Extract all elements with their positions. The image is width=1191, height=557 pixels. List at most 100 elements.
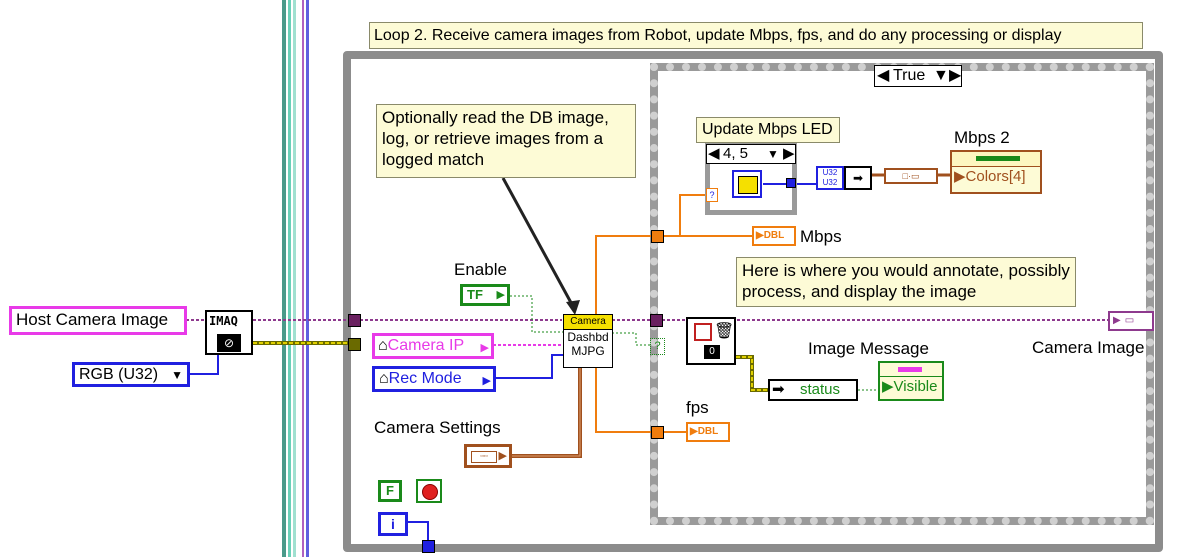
mbps-tunnel-case xyxy=(651,230,664,243)
u32-a-label: U32 xyxy=(822,168,838,177)
case-input-tunnel: ? xyxy=(706,188,718,202)
case-selector-value: True xyxy=(893,67,926,84)
iteration-count-box: 0 xyxy=(704,345,720,359)
enable-control[interactable]: TF ▶ xyxy=(460,284,510,306)
enable-value: TF xyxy=(467,287,483,302)
rec-mode-label: Rec Mode xyxy=(388,370,462,387)
fps-label: fps xyxy=(686,398,709,417)
host-camera-image-label: Host Camera Image xyxy=(16,310,169,329)
stop-constant-value: F xyxy=(386,483,394,498)
camera-image-label: Camera Image xyxy=(1032,338,1145,357)
arrow-right-icon: ▶ xyxy=(496,289,505,301)
dashboard-line1: Dashbd xyxy=(567,330,609,344)
fps-indicator[interactable]: ▶DBL xyxy=(686,422,730,442)
to-variant-node[interactable]: □·▭ xyxy=(884,168,938,184)
while-loop[interactable] xyxy=(343,51,1163,552)
chevron-down-icon: ▼ xyxy=(171,368,183,382)
image-message-property-node[interactable]: ▶Visible xyxy=(878,361,944,401)
dashboard-line2: MJPG xyxy=(571,344,605,358)
mbps2-label: Mbps 2 xyxy=(954,128,1010,147)
case-selector[interactable]: ◀ True ▼ ▶ xyxy=(874,65,962,87)
camera-dashboard-mjpg-subvi[interactable]: Camera Dashbd MJPG xyxy=(563,314,613,368)
image-icon: ▭ xyxy=(1124,315,1135,326)
arrow-right-icon: ▶ xyxy=(498,450,507,462)
sequence-frame-border xyxy=(280,0,312,557)
camera-ip-control[interactable]: ⌂Camera IP ▶ xyxy=(372,333,494,359)
stop-constant[interactable]: F xyxy=(378,480,402,502)
update-mbps-led-label: Update Mbps LED xyxy=(696,117,840,143)
mbps2-header xyxy=(952,152,1040,167)
iteration-terminal: i xyxy=(378,512,408,536)
u32-bundle-node[interactable]: U32 U32 xyxy=(816,166,844,190)
mbps2-property-text: Colors[4] xyxy=(965,168,1026,185)
stop-icon xyxy=(422,484,438,500)
arrow-right-icon: ➡ xyxy=(772,381,785,398)
iteration-label: i xyxy=(391,516,395,532)
host-camera-image-control[interactable]: Host Camera Image xyxy=(9,306,187,335)
loop-title-note: Loop 2. Receive camera images from Robot… xyxy=(369,22,1143,49)
rec-mode-control[interactable]: ⌂Rec Mode ▶ xyxy=(372,366,496,392)
imaq-label: IMAQ xyxy=(209,314,238,328)
visible-property-text: Visible xyxy=(893,378,938,395)
image-copy-icon xyxy=(694,323,712,341)
loop-stop-terminal[interactable] xyxy=(416,479,442,503)
image-message-label: Image Message xyxy=(808,339,929,358)
arrow-right-icon: ▶ xyxy=(482,375,491,387)
image-message-header xyxy=(880,363,942,377)
trash-icon: 🗑 xyxy=(714,323,735,340)
mbps-label: Mbps xyxy=(800,227,842,246)
camera-settings-control[interactable]: ▫▫▫ ▶ xyxy=(464,444,512,468)
cluster-icon: ▫▫▫ xyxy=(471,451,497,463)
db-image-note-text: Optionally read the DB image, log, or re… xyxy=(382,108,609,169)
mbps-indicator[interactable]: ▶DBL xyxy=(752,226,796,246)
imaq-create-subvi[interactable]: IMAQ ⊘ xyxy=(205,310,253,355)
home-icon: ⌂ xyxy=(378,337,388,354)
imaq-create-icon: ⊘ xyxy=(217,334,241,352)
camera-image-indicator[interactable]: ▶▭ xyxy=(1108,311,1154,331)
arrow-right-icon: ▶ xyxy=(480,342,489,354)
mbps2-property-node[interactable]: ▶Colors[4] xyxy=(950,150,1042,194)
image-message-property: ▶Visible xyxy=(882,378,938,395)
dashboard-header: Camera xyxy=(564,315,612,330)
status-field: status xyxy=(800,381,841,398)
annotate-note: Here is where you would annotate, possib… xyxy=(736,257,1076,307)
case-decrement-icon[interactable]: ◀ xyxy=(708,145,720,162)
arrow-right-icon: ➡ xyxy=(852,171,864,185)
chevron-down-icon[interactable]: ▼ xyxy=(767,147,779,161)
pink-bar-icon xyxy=(898,367,922,372)
error-output-terminal: ? xyxy=(650,338,665,355)
fps-tunnel-case xyxy=(651,426,664,439)
case-increment-icon[interactable]: ▶ xyxy=(949,67,962,84)
enable-label: Enable xyxy=(454,260,507,279)
chevron-down-icon[interactable]: ▼ xyxy=(933,67,949,84)
update-mbps-led-text: Update Mbps LED xyxy=(702,121,833,138)
image-tunnel-left xyxy=(348,314,361,327)
image-tunnel-case xyxy=(650,314,663,327)
led-color-tunnel xyxy=(786,178,796,188)
image-ref-tunnel-left xyxy=(348,338,361,351)
camera-ip-label: Camera IP xyxy=(387,337,465,354)
case-decrement-icon[interactable]: ◀ xyxy=(877,67,890,84)
inner-case-selector[interactable]: ◀ 4, 5 ▼ ▶ xyxy=(706,144,796,164)
fps-type: DBL xyxy=(697,426,719,437)
u32-b-label: U32 xyxy=(822,178,838,187)
yellow-color-swatch xyxy=(738,176,758,194)
loop-title-text: Loop 2. Receive camera images from Robot… xyxy=(374,27,1062,44)
db-image-note: Optionally read the DB image, log, or re… xyxy=(376,104,636,178)
mbps-type: DBL xyxy=(763,230,785,241)
progress-bar-icon xyxy=(976,156,1020,161)
iteration-tunnel xyxy=(422,540,435,553)
home-icon: ⌂ xyxy=(379,370,389,387)
inner-case-value: 4, 5 xyxy=(723,145,749,162)
camera-settings-label: Camera Settings xyxy=(374,418,501,437)
unbundle-status-node[interactable]: ➡ status xyxy=(768,379,858,401)
color-box-constant[interactable] xyxy=(732,170,762,198)
rgb-type-value: RGB (U32) xyxy=(79,366,159,383)
case-increment-icon[interactable]: ▶ xyxy=(783,145,795,162)
image-dispose-subvi[interactable]: 🗑 0 xyxy=(686,317,736,365)
annotate-note-text: Here is where you would annotate, possib… xyxy=(742,261,1070,301)
iteration-count-value: 0 xyxy=(709,346,715,357)
rgb-type-selector[interactable]: RGB (U32) ▼ xyxy=(72,362,190,387)
mbps2-property: ▶Colors[4] xyxy=(954,168,1026,185)
build-array-node[interactable]: ➡ xyxy=(844,166,872,190)
